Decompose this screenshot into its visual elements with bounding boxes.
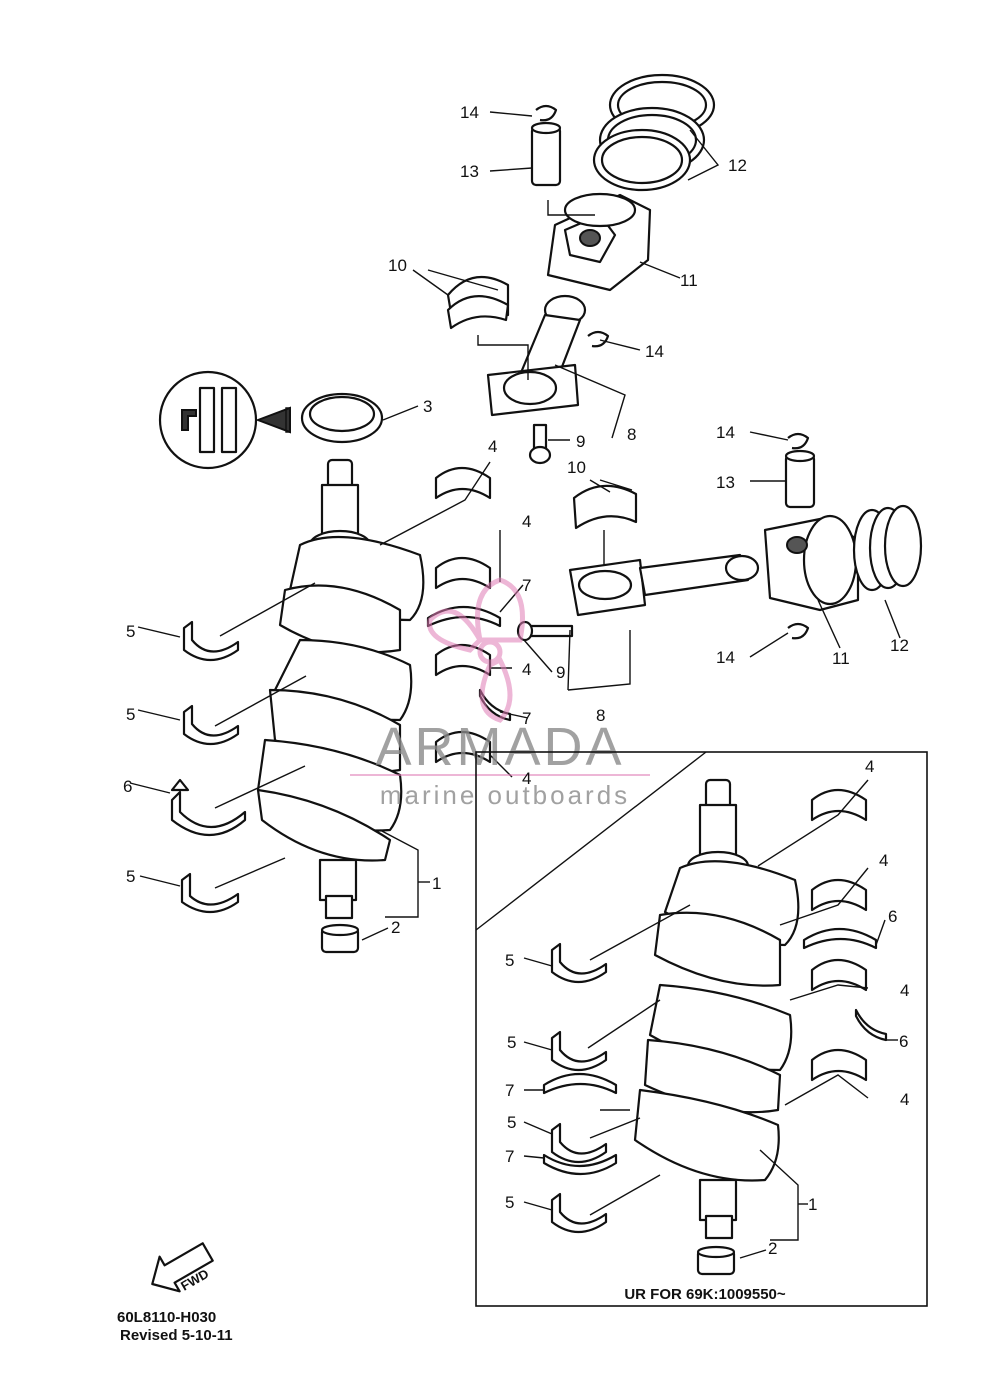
callout-4: 4 — [522, 769, 531, 788]
main-bearing-5-b — [182, 704, 240, 746]
armada-logo-watermark — [350, 577, 650, 776]
circlip-top-2 — [587, 330, 610, 348]
conrod-bearing-10-b — [572, 484, 638, 530]
callout-14: 14 — [460, 103, 479, 122]
piston-top — [546, 192, 652, 292]
inset-callout-7: 7 — [505, 1081, 514, 1100]
callout-9: 9 — [576, 432, 585, 451]
inset-callout-5: 5 — [505, 1193, 514, 1212]
seal-detail-callout — [158, 370, 291, 470]
callout-9: 9 — [556, 663, 565, 682]
callout-labels-inset: 4 4 6 5 4 6 5 7 4 5 7 1 5 2 — [505, 757, 909, 1258]
main-bearing-4-b — [434, 556, 492, 590]
inset-frame — [475, 751, 928, 1307]
drawing-code: 60L8110-H030 — [117, 1309, 216, 1326]
watermark-brand: ARMADA — [375, 717, 624, 777]
main-bearing-5-c — [180, 872, 240, 913]
callout-11: 11 — [680, 271, 698, 290]
conrod-bolt-right — [516, 620, 574, 642]
watermark-tagline: marine outboards — [380, 780, 630, 810]
callout-5: 5 — [126, 867, 135, 886]
inset-callout-6: 6 — [888, 907, 897, 926]
crankshaft-main — [256, 458, 425, 920]
inset-callout-7: 7 — [505, 1147, 514, 1166]
circlip-right-1 — [787, 432, 810, 450]
piston-pin-right — [784, 449, 816, 509]
piston-ring-set-right — [852, 504, 923, 592]
inset-diagonal — [475, 751, 707, 931]
inset-callout-4: 4 — [900, 981, 909, 1000]
inset-leader-lines — [523, 779, 898, 1259]
callout-12: 12 — [890, 636, 909, 655]
callout-14: 14 — [716, 648, 735, 667]
inset-callout-4: 4 — [865, 757, 874, 776]
inset-callout-1: 1 — [808, 1195, 817, 1214]
callout-4: 4 — [522, 512, 531, 531]
inset-callout-5: 5 — [507, 1113, 516, 1132]
connecting-rod-right — [568, 553, 760, 617]
callout-10: 10 — [388, 256, 407, 275]
callout-5: 5 — [126, 705, 135, 724]
callout-13: 13 — [460, 162, 479, 181]
callout-8: 8 — [596, 706, 605, 725]
callout-8: 8 — [627, 425, 636, 444]
callout-7: 7 — [522, 576, 531, 595]
callout-11: 11 — [832, 649, 850, 668]
piston-pin-top — [530, 121, 562, 187]
inset-callout-5: 5 — [507, 1033, 516, 1052]
circlip-right-2 — [787, 622, 810, 640]
piston-ring-set-top — [592, 73, 716, 192]
oil-seal — [300, 392, 384, 444]
piston-right — [763, 514, 860, 612]
callout-1: 1 — [432, 874, 441, 893]
callout-labels-main: 14 13 12 11 10 14 3 9 8 4 14 13 10 4 7 5… — [123, 103, 909, 937]
inset-callout-4: 4 — [879, 851, 888, 870]
thrust-bearing-6 — [170, 778, 247, 837]
inset-callout-2: 2 — [768, 1239, 777, 1258]
leader-lines — [129, 111, 901, 941]
crank-ring-2 — [320, 923, 360, 954]
main-bearing-5-a — [182, 620, 240, 662]
callout-3: 3 — [423, 397, 432, 416]
callout-12: 12 — [728, 156, 747, 175]
inset-caption: UR FOR 69K:1009550~ — [624, 1286, 786, 1303]
revision-date: Revised 5-10-11 — [120, 1327, 233, 1344]
crankshaft-inset — [633, 778, 800, 1240]
callout-7: 7 — [522, 709, 531, 728]
circlip-top-1 — [535, 104, 558, 122]
callout-14: 14 — [645, 342, 664, 361]
inset-callout-4: 4 — [900, 1090, 909, 1109]
callout-6: 6 — [123, 777, 132, 796]
inset-callout-5: 5 — [505, 951, 514, 970]
connecting-rod-top — [486, 294, 587, 417]
fwd-arrow-icon — [151, 1242, 214, 1293]
conrod-bolt-top — [528, 423, 552, 465]
inset-callout-6: 6 — [899, 1032, 908, 1051]
main-bearing-4-a — [434, 466, 492, 500]
callout-4: 4 — [488, 437, 497, 456]
callout-5: 5 — [126, 622, 135, 641]
callout-4: 4 — [522, 660, 531, 679]
callout-14: 14 — [716, 423, 735, 442]
callout-2: 2 — [391, 918, 400, 937]
callout-13: 13 — [716, 473, 735, 492]
callout-10: 10 — [567, 458, 586, 477]
